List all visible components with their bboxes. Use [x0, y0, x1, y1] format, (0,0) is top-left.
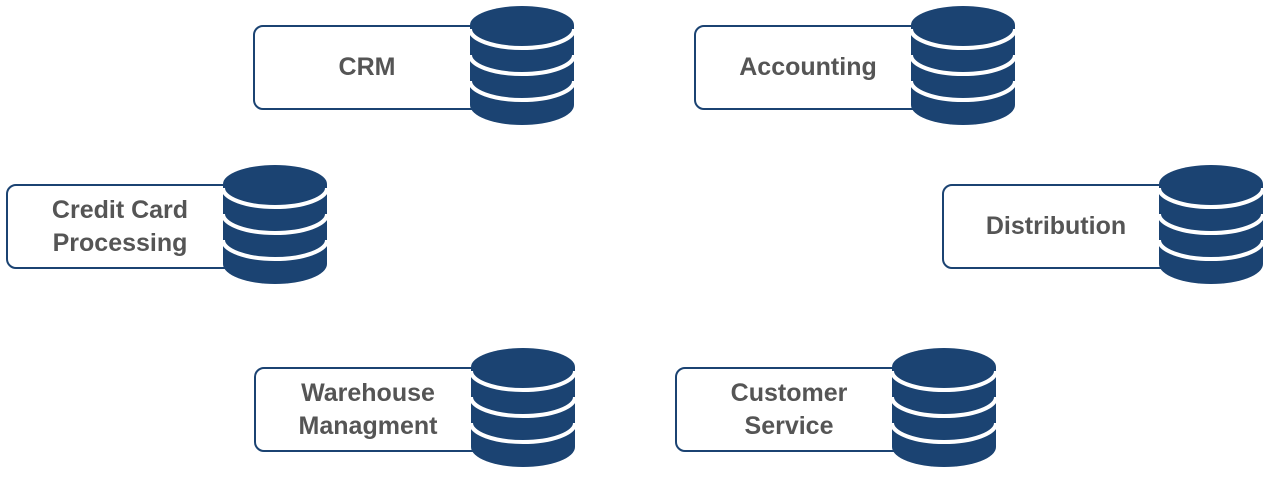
- system-label: Accounting: [739, 53, 877, 81]
- node-distribution: Distribution: [942, 164, 1272, 286]
- node-accounting: Accounting: [694, 5, 1024, 127]
- system-label: Warehouse Managment: [298, 378, 438, 440]
- system-box: Credit Card Processing: [6, 184, 234, 269]
- system-label: Distribution: [985, 212, 1127, 240]
- database-icon: [891, 348, 997, 467]
- database-icon: [910, 6, 1016, 125]
- database-icon: [469, 6, 575, 125]
- system-label: Credit Card Processing: [51, 195, 189, 257]
- node-credit-card-processing: Credit Card Processing: [6, 164, 336, 286]
- database-icon: [470, 348, 576, 467]
- database-icon: [1158, 165, 1264, 284]
- system-label: CRM: [338, 53, 396, 81]
- system-box: Customer Service: [675, 367, 903, 452]
- system-box: CRM: [253, 25, 481, 110]
- node-warehouse-managment: Warehouse Managment: [254, 347, 584, 469]
- database-icon: [222, 165, 328, 284]
- system-label: Customer Service: [730, 378, 848, 440]
- node-customer-service: Customer Service: [675, 347, 1005, 469]
- system-box: Warehouse Managment: [254, 367, 482, 452]
- system-box: Distribution: [942, 184, 1170, 269]
- node-crm: CRM: [253, 5, 583, 127]
- system-box: Accounting: [694, 25, 922, 110]
